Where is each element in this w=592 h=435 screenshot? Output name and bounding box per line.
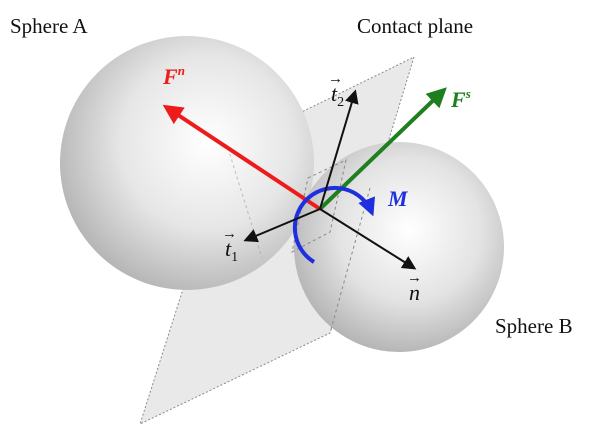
contact-plane-label: Contact plane — [357, 14, 473, 38]
normal-force-label: Fn — [162, 63, 185, 89]
tangent-1-axis — [243, 208, 321, 243]
tangent-1-label: t1 — [225, 236, 238, 265]
sphere-b — [294, 142, 504, 352]
tangent-2-arrow-glyph: → — [328, 71, 343, 87]
tangent-2-label: t2 — [331, 81, 344, 110]
contact-patch — [291, 159, 347, 253]
shear-force-label: Fs — [450, 86, 471, 112]
tangent-1-arrow-glyph: → — [222, 226, 237, 242]
moment-label: M — [387, 186, 409, 211]
normal-force-arrow — [162, 104, 322, 211]
sphere-b-label: Sphere B — [495, 314, 573, 338]
normal-vector-label: n — [409, 280, 420, 305]
normal-vector-arrow-glyph: → — [407, 270, 422, 286]
normal-vector-axis — [319, 208, 417, 270]
plane-edge-back — [227, 147, 263, 259]
sphere-a-label: Sphere A — [10, 14, 88, 38]
moment-arc — [292, 185, 375, 264]
sphere-a — [60, 36, 314, 290]
tangent-2-axis — [319, 89, 359, 210]
